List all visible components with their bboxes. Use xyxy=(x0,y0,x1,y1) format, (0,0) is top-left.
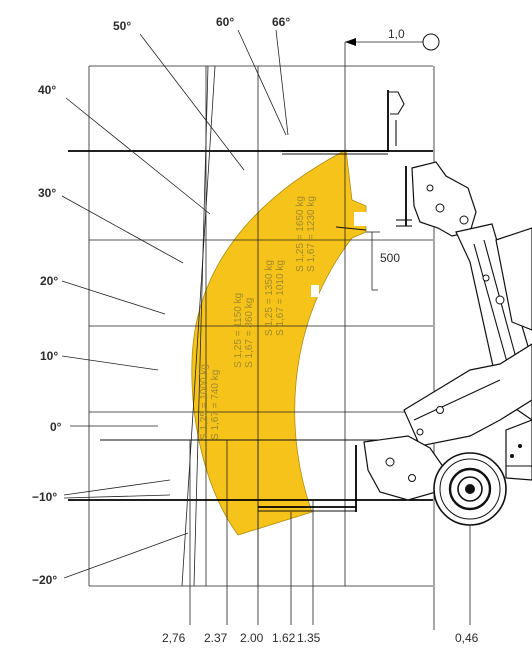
fork-middle xyxy=(335,166,412,291)
reach-label-2-76: 2,76 xyxy=(162,631,186,645)
telehandler-machine xyxy=(363,161,532,526)
load-zone-3-line1: S 1,25 = 1350 kg xyxy=(264,260,275,336)
load-zone-1-line2: S 1,67 = 740 kg xyxy=(210,370,221,440)
reach-label-1-35: 1.35 xyxy=(297,631,321,645)
reach-label-2-37: 2.37 xyxy=(204,631,228,645)
fork-upper xyxy=(282,90,405,155)
reach-label-0-46: 0,46 xyxy=(455,631,479,645)
angle-label-66: 66° xyxy=(272,15,290,29)
load-zone-3-line2: S 1,67 = 1010 kg xyxy=(275,260,286,336)
angle-label-minus20: −20° xyxy=(32,573,57,587)
angle-label-60: 60° xyxy=(216,15,234,29)
reach-label-1-62: 1.62 xyxy=(272,631,296,645)
fork-dimension-label: 500 xyxy=(380,251,400,265)
load-zone-label-2: S 1,25 = 1150 kg S 1,67 = 860 kg xyxy=(233,293,255,368)
top-dimension-marker xyxy=(344,33,440,66)
load-zone-label-1: S 1,25 = 1000 kg S 1,67 = 740 kg xyxy=(199,364,221,440)
angle-label-20: 20° xyxy=(40,274,58,288)
angle-label-minus10: −10° xyxy=(32,490,57,504)
angle-label-50: 50° xyxy=(113,19,131,33)
angle-leaders xyxy=(61,29,289,579)
load-zone-2-line2: S 1,67 = 860 kg xyxy=(244,298,255,368)
top-dimension-label: 1,0 xyxy=(388,27,405,41)
load-zone-label-3: S 1,25 = 1350 kg S 1,67 = 1010 kg xyxy=(264,260,286,336)
load-zone-4-line2: S 1,67 = 1230 kg xyxy=(306,196,317,272)
angle-label-0: 0° xyxy=(50,420,62,434)
load-zone-4-line1: S 1,25 = 1650 kg xyxy=(295,196,306,272)
load-zone-area xyxy=(191,149,367,536)
angle-label-40: 40° xyxy=(38,83,56,97)
load-zone-1-line1: S 1,25 = 1000 kg xyxy=(199,364,210,440)
zone-notch xyxy=(354,212,368,226)
angle-label-10: 10° xyxy=(40,349,58,363)
load-zone-label-4: S 1,25 = 1650 kg S 1,67 = 1230 kg xyxy=(295,196,317,272)
load-zone-2-line1: S 1,25 = 1150 kg xyxy=(233,293,244,368)
angle-label-30: 30° xyxy=(38,186,56,200)
zone-notch-small xyxy=(311,285,319,297)
fork-lower xyxy=(258,445,357,512)
reach-label-2-00: 2.00 xyxy=(240,631,264,645)
